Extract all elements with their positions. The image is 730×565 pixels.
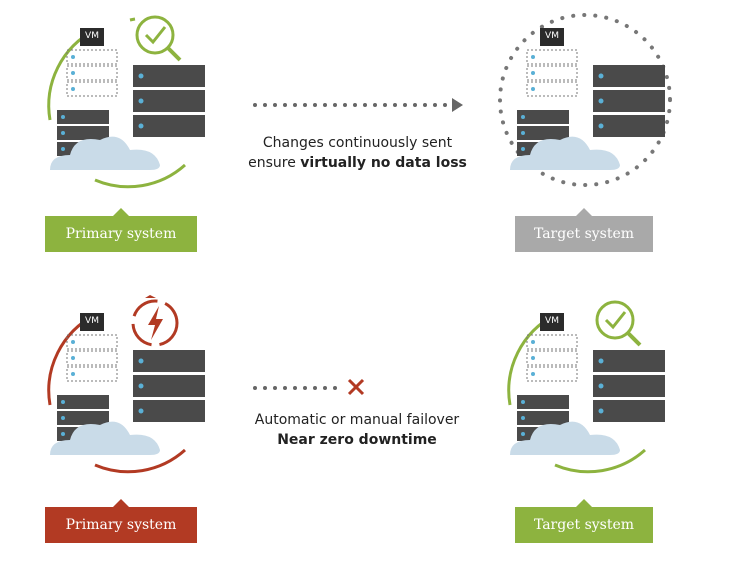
- vm-badge: VM: [85, 31, 99, 41]
- cross-icon: [347, 378, 365, 396]
- primary-system-label-top: Primary system: [45, 208, 197, 252]
- vm-badge: VM: [545, 316, 559, 326]
- primary-system-label-bottom: Primary system: [45, 499, 197, 543]
- vm-badge: VM: [85, 316, 99, 326]
- cloud-icon: [50, 136, 160, 170]
- failover-caption: Automatic or manual failover Near zero d…: [232, 410, 482, 450]
- broken-link: [253, 378, 365, 396]
- target-system-illustration-top: [498, 13, 672, 187]
- target-system-illustration-bottom: [507, 300, 665, 474]
- failover-caption-line1: Automatic or manual failover: [254, 412, 460, 428]
- cloud-icon: [510, 136, 620, 170]
- sync-caption: Changes continuously sent ensure virtual…: [240, 133, 475, 173]
- sync-caption-emphasis: virtually no data loss: [300, 155, 467, 171]
- sync-caption-line1: Changes continuously sent: [262, 135, 453, 151]
- sync-arrow: [253, 98, 463, 112]
- check-icon: [595, 300, 642, 347]
- cloud-icon: [50, 421, 160, 455]
- server-rack: [133, 65, 205, 137]
- lightning-refresh-icon: [131, 295, 179, 347]
- sync-caption-prefix: ensure: [248, 155, 301, 171]
- cloud-icon: [510, 421, 620, 455]
- target-system-label-top: Target system: [515, 208, 653, 252]
- primary-system-illustration-top: [47, 15, 205, 189]
- check-icon: [135, 15, 182, 62]
- vm-stack: [66, 49, 118, 97]
- primary-system-illustration-bottom: [47, 295, 205, 474]
- failover-caption-emphasis: Near zero downtime: [277, 432, 437, 448]
- target-system-label-bottom: Target system: [515, 499, 653, 543]
- vm-badge: VM: [545, 31, 559, 41]
